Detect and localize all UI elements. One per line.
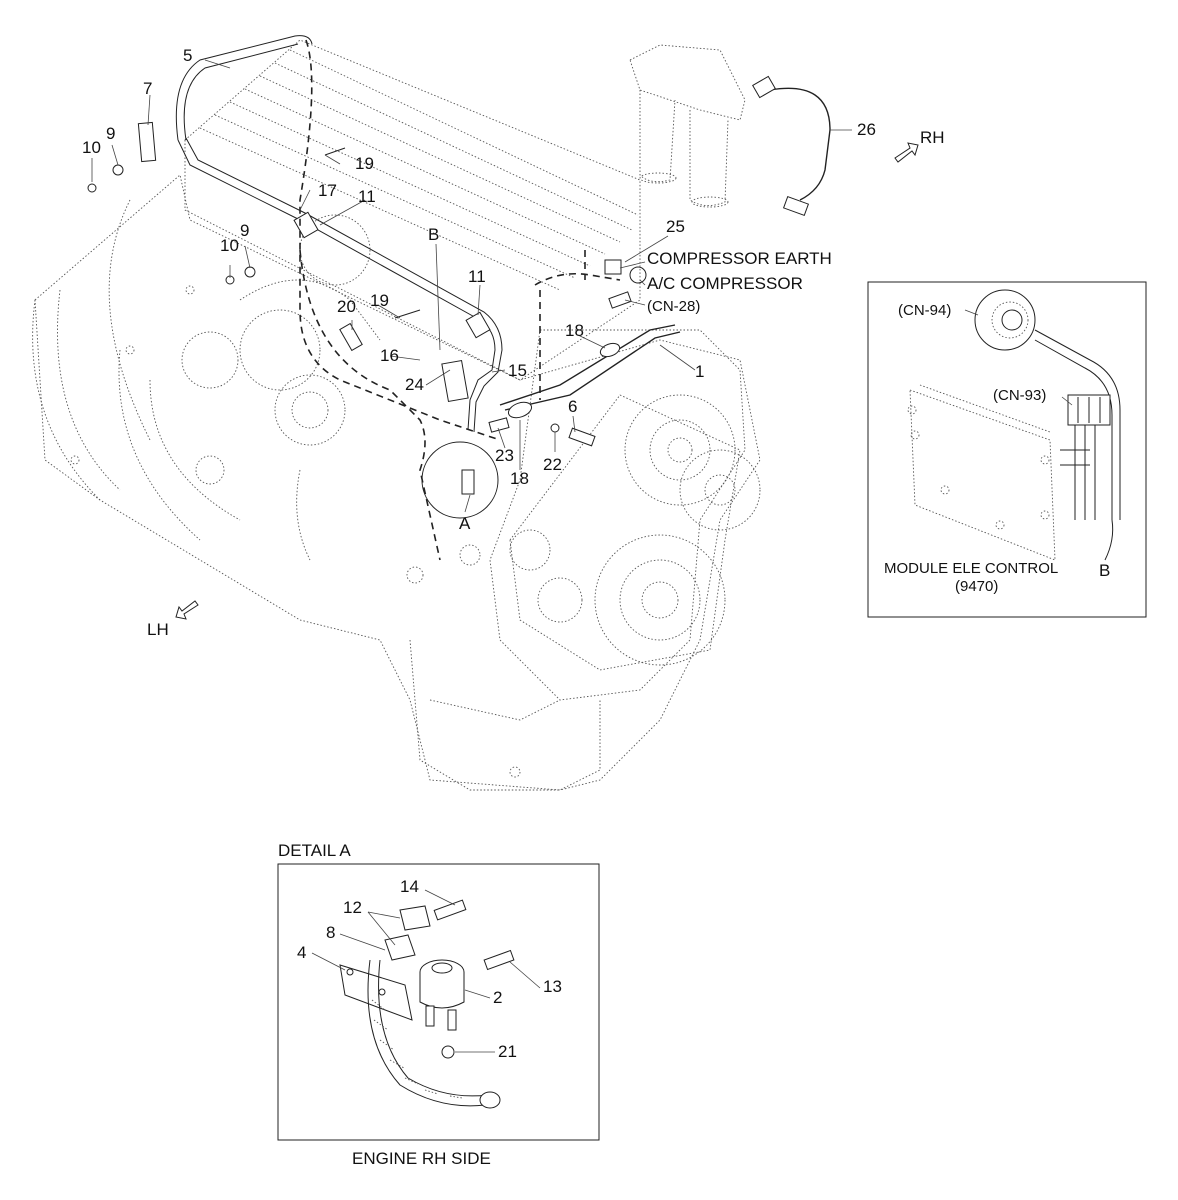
detail-a-graphics: [277, 863, 600, 1141]
callout-B-module: B: [1099, 561, 1111, 580]
callout-20: 20: [337, 297, 356, 316]
callout-10b: 10: [220, 236, 239, 255]
callout-11: 11: [358, 187, 376, 206]
callout-11b: 11: [468, 267, 486, 286]
callout-26: 26: [857, 120, 876, 139]
callout-16: 16: [380, 346, 399, 365]
callout-24: 24: [405, 375, 424, 394]
callout-2: 2: [493, 988, 503, 1007]
callout-22: 22: [543, 455, 562, 474]
engine-block: [32, 39, 761, 791]
callout-21: 21: [498, 1042, 517, 1061]
callout-18b: 18: [510, 469, 529, 488]
fuel-filter: [629, 44, 831, 217]
detail-a-title: DETAIL A: [278, 841, 351, 860]
module-panel-graphics: [867, 281, 1147, 618]
callout-18: 18: [565, 321, 584, 340]
callout-4: 4: [297, 943, 307, 962]
callout-7: 7: [143, 79, 153, 98]
callout-13: 13: [543, 977, 562, 996]
direction-lh: LH: [147, 620, 169, 639]
ac-compressor-label: A/C COMPRESSOR: [647, 274, 803, 293]
callout-19b: 19: [370, 291, 389, 310]
detail-a-caption: ENGINE RH SIDE: [352, 1149, 491, 1168]
module-code: (9470): [955, 578, 999, 595]
cn93-label: (CN-93): [993, 387, 1047, 404]
callout-19: 19: [355, 154, 374, 173]
callout-23: 23: [495, 446, 514, 465]
arrow-rh-icon: [894, 142, 919, 163]
arrow-lh-icon: [175, 600, 199, 620]
leader-lines: [91, 59, 852, 513]
callout-14: 14: [400, 877, 419, 896]
callout-17: 17: [318, 181, 337, 200]
cn94-label: (CN-94): [898, 302, 952, 319]
callout-6: 6: [568, 397, 578, 416]
callout-25: 25: [666, 217, 685, 236]
direction-rh: RH: [920, 128, 945, 147]
module-title: MODULE ELE CONTROL: [884, 560, 1059, 577]
callout-5: 5: [183, 46, 193, 65]
callout-8: 8: [326, 923, 336, 942]
callout-10: 10: [82, 138, 101, 157]
callout-9b: 9: [240, 221, 250, 240]
cn28-label: (CN-28): [647, 298, 701, 315]
compressor-earth-label: COMPRESSOR EARTH: [647, 249, 832, 268]
callout-1: 1: [695, 362, 705, 381]
callout-A: A: [459, 514, 471, 533]
callout-9: 9: [106, 124, 116, 143]
callout-15: 15: [508, 361, 527, 380]
callout-B: B: [428, 225, 440, 244]
wire-harness: [87, 35, 681, 561]
callout-12: 12: [343, 898, 362, 917]
